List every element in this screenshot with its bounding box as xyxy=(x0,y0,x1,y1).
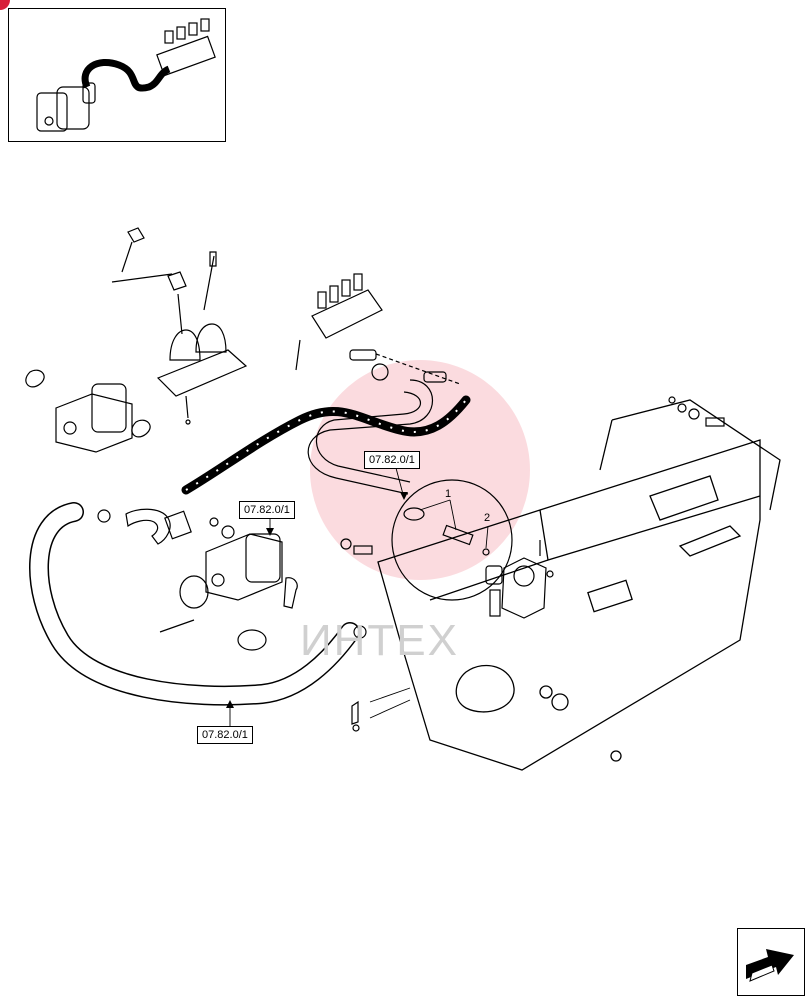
ref-label-pump[interactable]: 07.82.0/1 xyxy=(239,501,295,519)
thumbnail-drawing xyxy=(36,18,216,132)
mounting-bolts xyxy=(668,396,725,427)
suction-hose-inner xyxy=(30,503,359,705)
thumbnail-valve xyxy=(156,18,216,77)
left-pump xyxy=(25,369,151,453)
control-valve xyxy=(295,273,461,385)
detail-circle xyxy=(391,479,513,601)
ref-label-hose-lower[interactable]: 07.82.0/1 xyxy=(197,726,253,744)
right-pump xyxy=(159,533,298,651)
watermark-logo-text: ИНТЕХ xyxy=(300,616,459,665)
fittings xyxy=(97,508,373,732)
filter-assembly xyxy=(485,540,554,619)
callout-2: 2 xyxy=(484,512,491,524)
detail-parts xyxy=(403,507,490,556)
thumbnail-hose xyxy=(81,58,171,92)
next-page-arrow-icon xyxy=(746,949,794,982)
leader-arrowheads xyxy=(226,492,408,708)
joystick-assembly xyxy=(111,227,248,425)
callout-1: 1 xyxy=(445,488,452,500)
rigid-pipe xyxy=(307,379,433,495)
thumbnail-pump xyxy=(36,82,96,132)
overview-thumbnail xyxy=(8,8,226,142)
pressure-hose xyxy=(181,395,471,495)
ref-label-hose-upper[interactable]: 07.82.0/1 xyxy=(364,451,420,469)
watermark-gear xyxy=(310,360,530,580)
next-page-button[interactable] xyxy=(737,928,805,996)
corner-marker xyxy=(0,0,10,10)
leader-lines xyxy=(229,467,489,726)
